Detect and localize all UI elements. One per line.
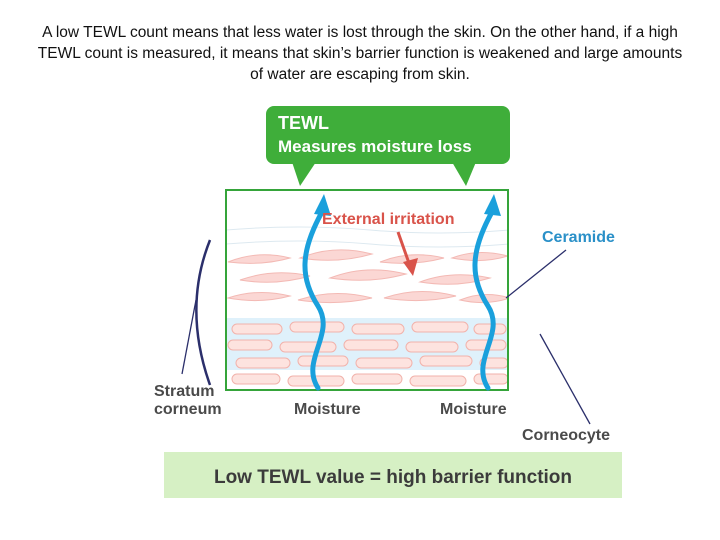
callout-box <box>266 106 510 164</box>
stratum-leader <box>181 299 197 375</box>
corneocyte-label: Corneocyte <box>522 427 610 444</box>
callout-title: TEWL <box>278 113 329 133</box>
external-irritation-label: External irritation <box>322 211 454 228</box>
stratum-bracket <box>195 239 212 386</box>
ceramide-leader <box>505 249 567 299</box>
banner-box <box>164 452 622 498</box>
skin-panel <box>225 189 509 391</box>
callout-subtitle: Measures moisture loss <box>278 137 472 156</box>
callout-pointer-left <box>292 162 316 186</box>
caption-text: A low TEWL count means that less water i… <box>37 24 683 83</box>
skin-layers <box>226 226 508 387</box>
corneocyte-leader <box>539 333 591 425</box>
moisture-label-left: Moisture <box>294 401 361 418</box>
irritation-arrow-shaft <box>396 231 412 267</box>
banner-text: Low TEWL value = high barrier function <box>214 467 572 488</box>
callout-pointer-right <box>452 162 476 186</box>
panel-border <box>225 189 509 391</box>
moisture-arrowhead-left <box>314 194 331 216</box>
moisture-arrowhead-right <box>484 194 501 216</box>
stratum-label-line1: Stratum <box>154 383 214 400</box>
stratum-label-line2: corneum <box>154 401 222 418</box>
moisture-arrow-right <box>472 209 496 391</box>
irritation-arrowhead <box>403 258 418 276</box>
moisture-label-right: Moisture <box>440 401 507 418</box>
moisture-arrow-left <box>302 209 326 391</box>
moisture-arrows <box>302 209 496 391</box>
tewl-callout: TEWL Measures moisture loss <box>266 106 510 186</box>
barrier-banner: Low TEWL value = high barrier function <box>164 452 622 498</box>
ceramide-label: Ceramide <box>542 229 615 246</box>
